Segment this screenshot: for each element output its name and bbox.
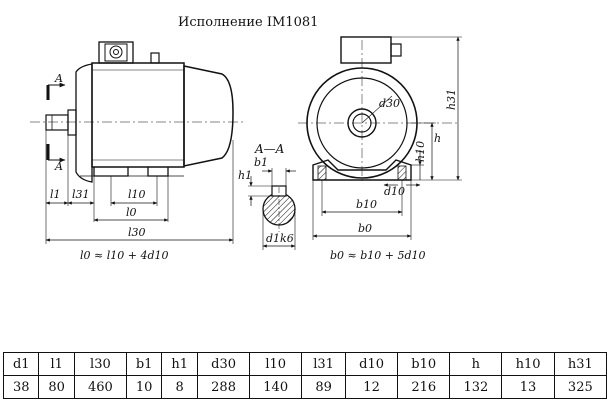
table-header-cell: h <box>449 352 503 376</box>
cable-gland <box>390 43 402 57</box>
table-value-cell: 89 <box>301 375 346 399</box>
foot-rear <box>147 167 169 177</box>
table-header-cell: b10 <box>397 352 451 376</box>
terminal-box <box>98 41 134 64</box>
foot-front <box>93 167 129 177</box>
formula-front: b0 ≈ b10 + 5d10 <box>330 249 426 262</box>
dim-l0: l0 <box>126 206 137 219</box>
table-value-cell: 288 <box>196 375 251 399</box>
flange <box>67 109 77 136</box>
table-value-cell: 80 <box>38 375 75 399</box>
table-header-cell: h10 <box>501 352 555 376</box>
section-mark-top: A <box>54 72 63 85</box>
table-value-cell: 325 <box>553 375 608 399</box>
section-aa: A—A b1 h1 d1k6 <box>238 142 296 250</box>
flange-front <box>347 108 377 138</box>
feet-front <box>312 159 412 181</box>
table-header-cell: b1 <box>125 352 163 376</box>
table-value-cell: 10 <box>125 375 163 399</box>
table-header-cell: d10 <box>344 352 399 376</box>
dim-b1: b1 <box>254 156 268 169</box>
dim-b0: b0 <box>358 222 372 235</box>
table-value-cell: 460 <box>73 375 127 399</box>
table-header-cell: h31 <box>553 352 608 376</box>
table-header-cell: h1 <box>161 352 198 376</box>
dim-l30: l30 <box>128 226 146 239</box>
terminal-box-front <box>340 36 392 64</box>
table-value-cell: 13 <box>501 375 555 399</box>
motor-housing <box>91 62 185 168</box>
dim-l10: l10 <box>128 188 146 201</box>
dim-l1: l1 <box>50 188 61 201</box>
table-value-cell: 8 <box>161 375 198 399</box>
dim-h10: h10 <box>414 141 427 162</box>
table-value-cell: 132 <box>449 375 503 399</box>
dim-d10: d10 <box>384 185 405 198</box>
table-header-cell: l30 <box>73 352 127 376</box>
table-header-cell: d30 <box>196 352 251 376</box>
dim-h: h <box>434 132 441 145</box>
drawing-title: Исполнение IM1081 <box>178 15 318 30</box>
table-header-cell: l1 <box>38 352 75 376</box>
table-value-cell: 38 <box>2 375 40 399</box>
formula-side: l0 ≈ l10 + 4d10 <box>80 249 169 262</box>
table-value-cell: 216 <box>397 375 451 399</box>
lifting-eye <box>150 52 160 64</box>
dim-h31: h31 <box>445 89 458 110</box>
table-value-cell: 12 <box>344 375 399 399</box>
section-mark-bottom: A <box>54 160 63 173</box>
side-view: A A l1 l31 l10 l0 l30 l0 ≈ l10 + 4d10 <box>30 41 245 262</box>
shaft-end <box>352 113 372 133</box>
front-shield <box>75 63 93 183</box>
dim-l31: l31 <box>72 188 90 201</box>
table-header-cell: d1 <box>2 352 40 376</box>
dim-d1k6: d1k6 <box>266 232 294 245</box>
shaft <box>45 114 69 131</box>
dim-b10: b10 <box>356 198 377 211</box>
front-view: d30 d10 b10 b0 b0 ≈ b10 + 5d10 h h10 h31 <box>298 36 462 262</box>
housing-inner <box>316 77 408 169</box>
section-title: A—A <box>254 142 285 156</box>
fan-cover <box>183 65 234 167</box>
table-header-cell: l10 <box>249 352 303 376</box>
dim-h1: h1 <box>238 169 252 182</box>
dim-d30: d30 <box>379 97 400 110</box>
table-value-cell: 140 <box>249 375 303 399</box>
table-header-cell: l31 <box>301 352 346 376</box>
